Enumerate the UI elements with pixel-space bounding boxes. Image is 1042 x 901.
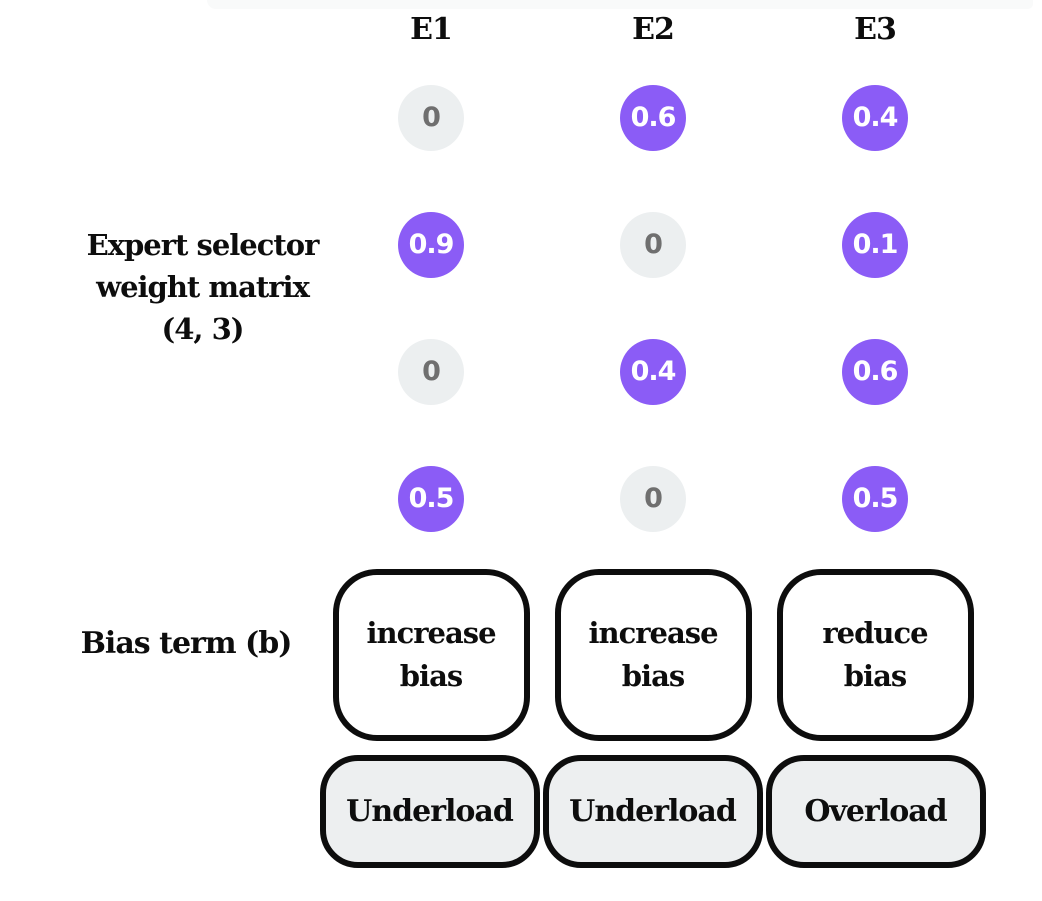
weight-cell-r1-e2: 0.6 [620, 84, 686, 151]
column-header-e2: E2 [632, 12, 675, 47]
bias-box-e3: reduce bias [776, 569, 974, 741]
top-strip-decoration [207, 0, 1033, 9]
matrix-label: Expert selector weight matrix (4, 3) [30, 224, 375, 350]
weight-matrix-grid: 0 0.6 0.4 0.9 0 0.1 0 0.4 0.6 0.5 0 0.5 [320, 54, 986, 562]
weight-cell-r4-e3: 0.5 [842, 465, 908, 532]
load-status-box-e2: Underload [542, 755, 763, 868]
bias-box-e2: increase bias [554, 569, 752, 741]
column-headers: E1 E2 E3 [320, 12, 986, 47]
weight-cell-r1-e1: 0 [398, 84, 464, 151]
column-header-e3: E3 [854, 12, 897, 47]
bias-box-e1: increase bias [332, 569, 530, 741]
weight-cell-r2-e3: 0.1 [842, 211, 908, 278]
weight-cell-r1-e3: 0.4 [842, 84, 908, 151]
weight-cell-r4-e1: 0.5 [398, 465, 464, 532]
load-status-box-e3: Overload [765, 755, 986, 868]
weight-cell-r4-e2: 0 [620, 465, 686, 532]
weight-cell-r3-e2: 0.4 [620, 338, 686, 405]
column-header-e1: E1 [410, 12, 453, 47]
matrix-label-line-3: (4, 3) [161, 312, 245, 346]
weight-cell-r2-e1: 0.9 [398, 211, 464, 278]
load-status-row: Underload Underload Overload [318, 755, 987, 868]
weight-cell-r3-e3: 0.6 [842, 338, 908, 405]
load-status-box-e1: Underload [319, 755, 540, 868]
weight-cell-r3-e1: 0 [398, 338, 464, 405]
bias-boxes-row: increase bias increase bias reduce bias [320, 569, 986, 741]
matrix-label-line-2: weight matrix [96, 270, 310, 304]
matrix-label-line-1: Expert selector [86, 228, 320, 262]
bias-term-label: Bias term (b) [80, 626, 293, 661]
weight-cell-r2-e2: 0 [620, 211, 686, 278]
